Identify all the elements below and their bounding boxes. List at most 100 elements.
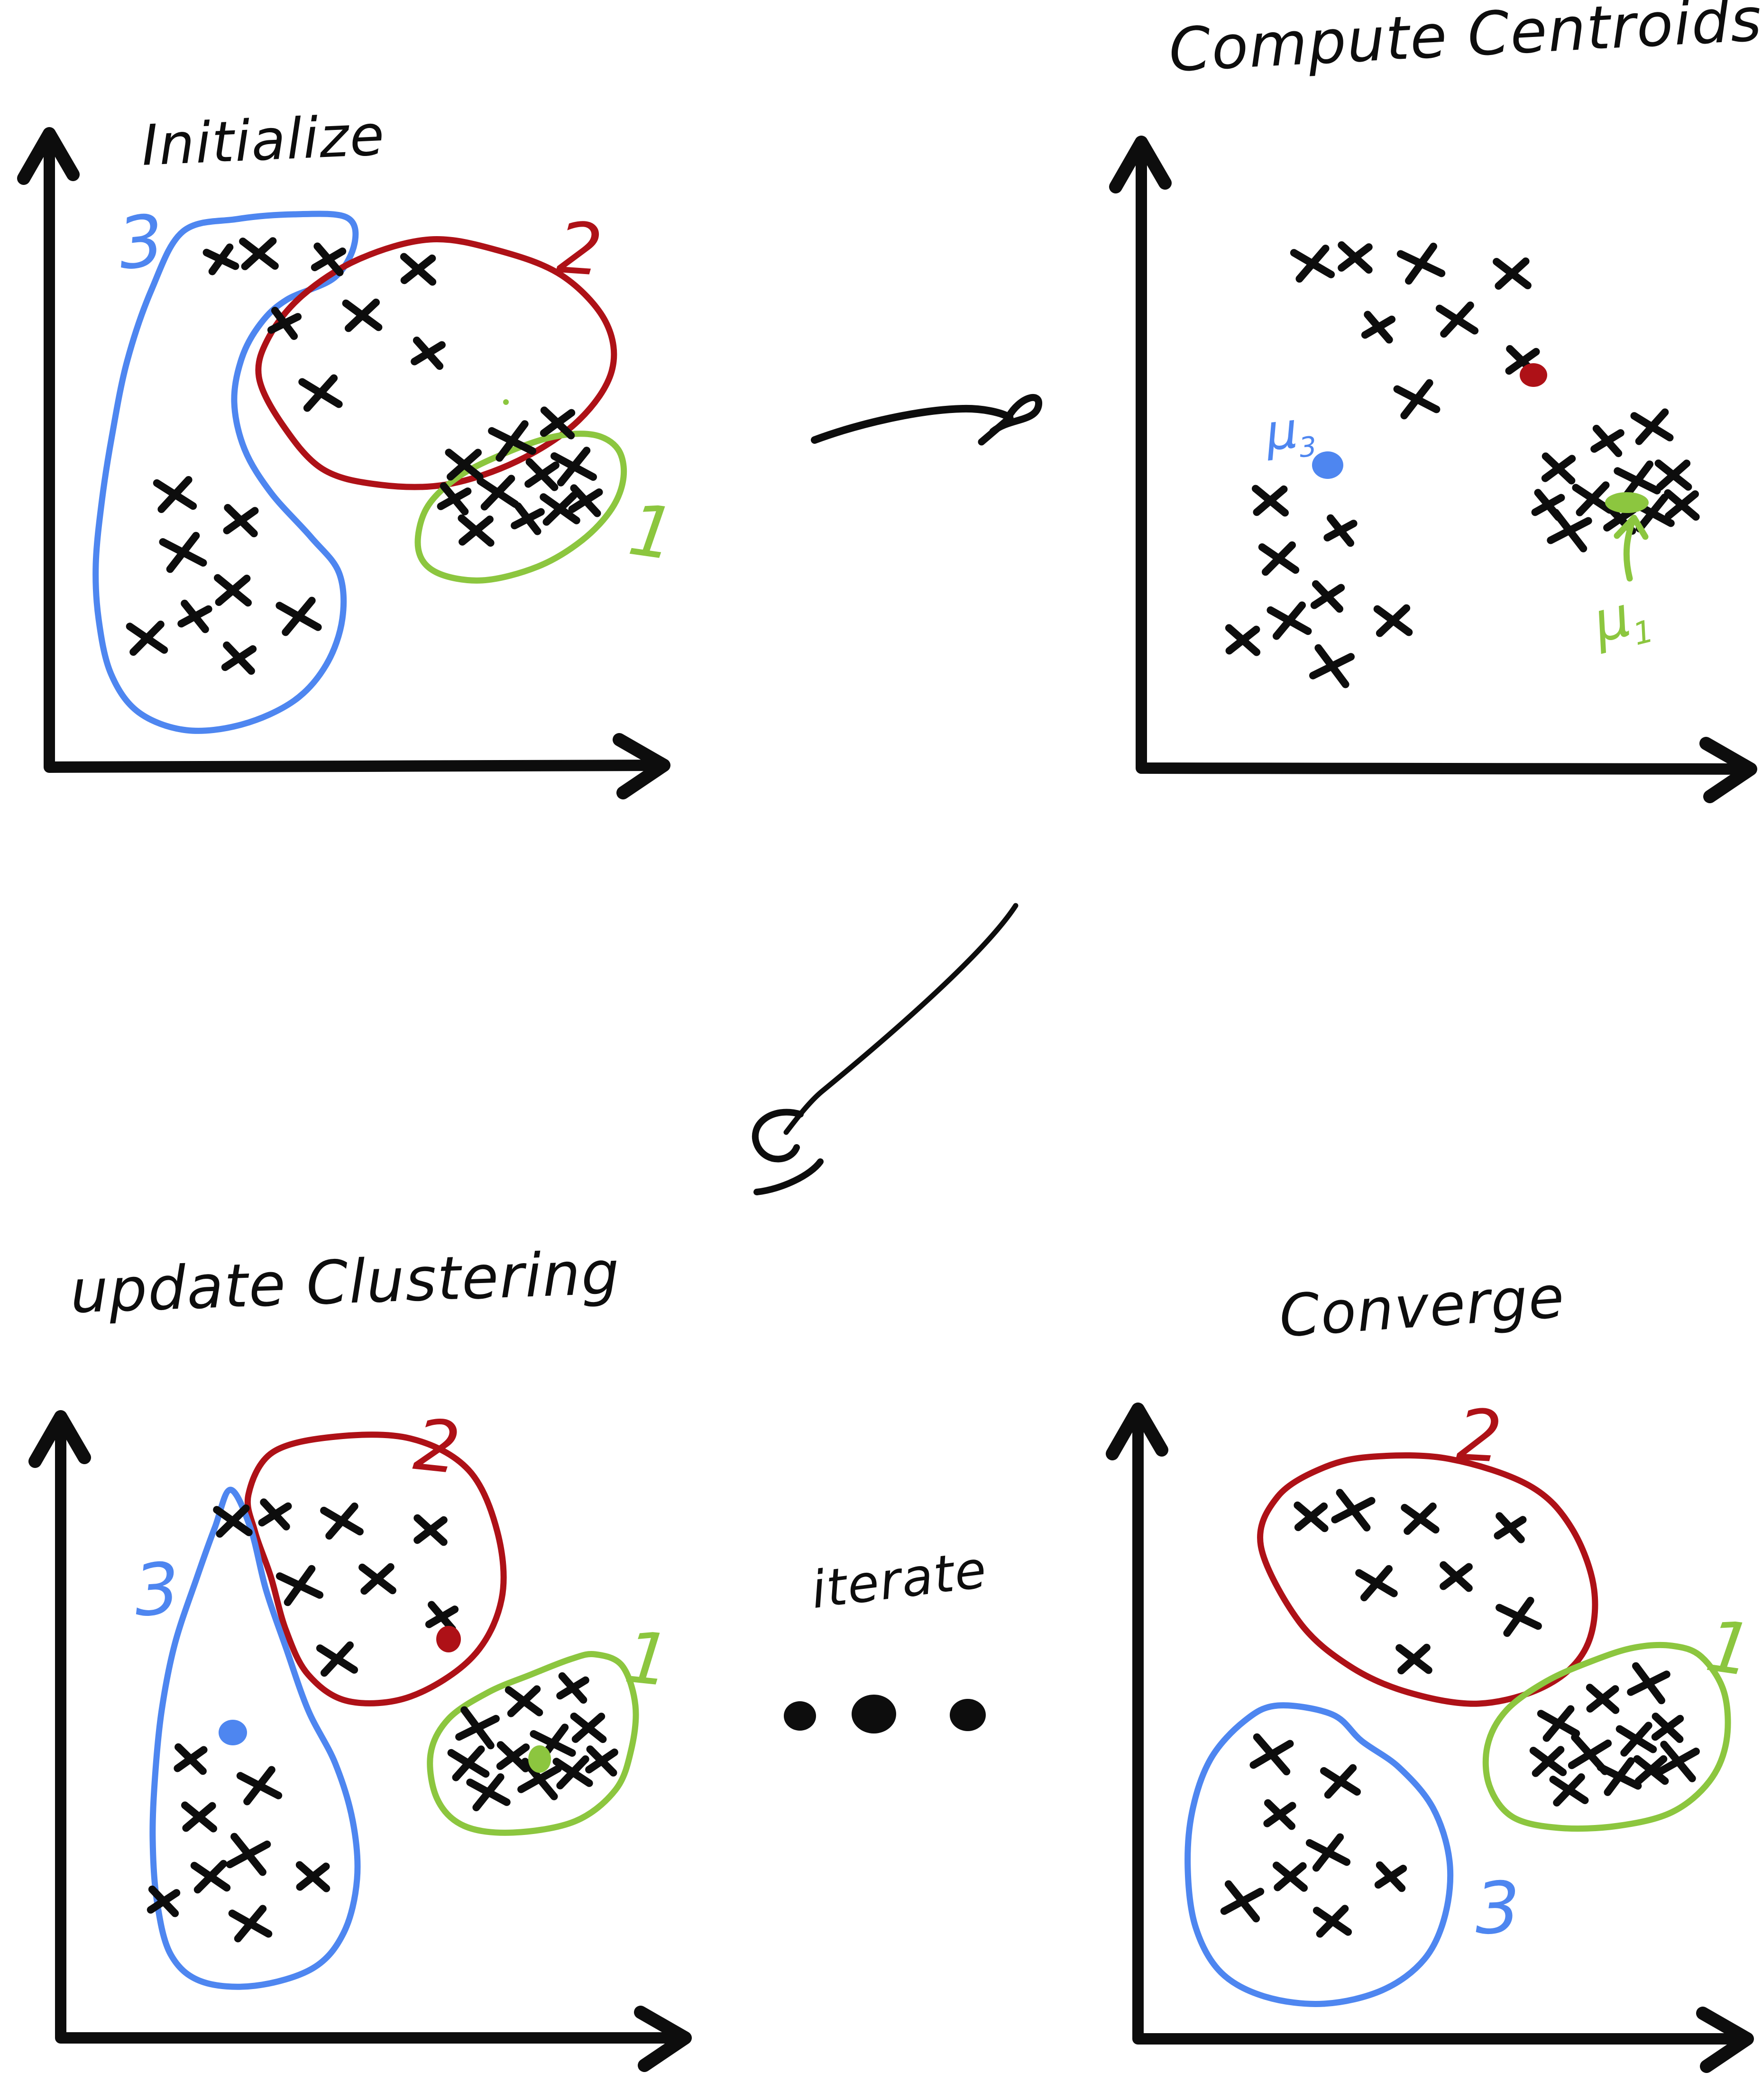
data-point-x xyxy=(552,1755,593,1789)
x-axis-arrowhead-icon xyxy=(1696,2007,1754,2073)
data-point-x xyxy=(1537,1705,1580,1742)
cluster-outline-red xyxy=(255,236,617,490)
data-point-x xyxy=(1614,460,1661,501)
data-point-x xyxy=(551,447,597,486)
pen-speck xyxy=(503,399,509,405)
data-point-x xyxy=(1373,604,1413,637)
data-point-x xyxy=(466,1773,511,1811)
data-point-x xyxy=(455,1706,500,1750)
data-point-x xyxy=(1633,1755,1669,1785)
data-point-x xyxy=(1361,311,1396,344)
data-point-x xyxy=(477,475,519,511)
data-point-x xyxy=(1249,1733,1294,1776)
data-point-x xyxy=(1258,541,1300,576)
cluster-2-label: 2 xyxy=(1454,1394,1504,1479)
data-point-x xyxy=(1656,1741,1700,1782)
data-point-x xyxy=(458,514,495,547)
data-point-x xyxy=(320,1502,364,1540)
data-point-x xyxy=(190,1860,231,1894)
data-point-x xyxy=(1549,1773,1589,1807)
data-point-x xyxy=(1263,1799,1296,1830)
data-point-x xyxy=(425,1601,459,1633)
data-point-x xyxy=(177,599,212,633)
data-point-x xyxy=(358,1563,396,1595)
data-point-x xyxy=(223,504,259,538)
axis xyxy=(1136,141,1752,775)
data-point-x xyxy=(1266,601,1312,640)
data-point-x xyxy=(202,243,239,275)
data-point-x xyxy=(1310,580,1345,613)
data-point-x xyxy=(1547,509,1592,552)
data-point-x xyxy=(1220,1880,1265,1923)
panel-update-clustering-title: update Clustering xyxy=(69,1238,622,1327)
data-point-x xyxy=(1273,1862,1308,1892)
ellipsis-dot xyxy=(852,1695,896,1733)
data-point-x xyxy=(447,1745,490,1781)
cluster-3-label: 3 xyxy=(131,1547,183,1633)
data-point-x xyxy=(1395,1643,1432,1675)
data-point-x xyxy=(1401,1502,1440,1535)
centroid-dot-green xyxy=(1605,492,1649,513)
data-point-x xyxy=(275,596,322,636)
data-point-x xyxy=(1355,1565,1398,1602)
axis xyxy=(55,1416,686,2044)
data-point-x xyxy=(1627,1662,1670,1705)
mu-subscript: 3 xyxy=(1297,430,1318,464)
data-point-x xyxy=(267,307,302,340)
centroid-dot-blue xyxy=(1312,451,1343,479)
data-point-x xyxy=(342,298,383,332)
centroid-dot-red xyxy=(1520,363,1547,387)
data-point-x xyxy=(1338,241,1373,274)
step-arrow xyxy=(811,404,1012,444)
centroid-dot-red xyxy=(436,1626,461,1652)
panel-initialize-title: Initialize xyxy=(140,102,386,178)
data-point-x xyxy=(1305,1833,1351,1872)
data-point-x xyxy=(585,1745,618,1777)
mu1-pointer-arrowhead-icon xyxy=(1614,514,1649,540)
y-axis-arrowhead-icon xyxy=(17,127,80,185)
cluster-2-label: 2 xyxy=(554,207,606,293)
cluster-2-label: 2 xyxy=(410,1403,464,1491)
centroid-mu3-label: μ3 xyxy=(1263,401,1318,465)
data-point-x xyxy=(1252,485,1289,517)
ellipsis-dot xyxy=(950,1699,986,1731)
data-point-x xyxy=(1541,452,1576,485)
cluster-1-label: 1 xyxy=(621,1616,675,1703)
data-point-x xyxy=(1440,1561,1473,1592)
step-arrow-barb-icon xyxy=(978,414,1014,446)
y-axis-arrowhead-icon xyxy=(1106,1403,1168,1460)
loop-arrow-tail-icon xyxy=(753,1158,824,1195)
data-point-x xyxy=(181,1801,217,1833)
data-point-x xyxy=(214,574,252,607)
data-point-x xyxy=(568,484,603,517)
data-point-x xyxy=(1435,301,1479,338)
data-point-x xyxy=(505,1685,543,1717)
cluster-outline-green xyxy=(427,1651,639,1836)
data-point-x xyxy=(1309,644,1355,688)
cluster-3-label: 3 xyxy=(1473,1866,1522,1951)
cluster-outline-green xyxy=(1482,1641,1731,1832)
axis xyxy=(44,133,665,773)
data-point-x xyxy=(488,420,536,462)
data-point-x xyxy=(1290,245,1335,283)
x-axis-arrowhead-icon xyxy=(1699,737,1757,803)
data-point-x xyxy=(1294,1501,1329,1532)
data-point-x xyxy=(316,1641,358,1677)
data-point-x xyxy=(1590,424,1624,458)
data-point-x xyxy=(570,1712,607,1743)
data-point-x xyxy=(496,1741,530,1772)
data-point-x xyxy=(445,449,484,481)
data-point-x xyxy=(437,482,472,515)
data-point-x xyxy=(1572,481,1614,516)
cluster-outline-blue xyxy=(149,1486,361,1990)
data-point-x xyxy=(1493,257,1532,290)
x-axis-arrowhead-icon xyxy=(634,2006,692,2072)
mu-symbol: μ xyxy=(1263,401,1301,462)
data-point-x xyxy=(239,237,279,270)
centroid-dot-blue xyxy=(219,1720,247,1745)
axis xyxy=(1132,1408,1748,2045)
data-point-x xyxy=(174,1743,208,1775)
data-point-x xyxy=(540,492,580,526)
data-point-x xyxy=(1393,379,1441,420)
